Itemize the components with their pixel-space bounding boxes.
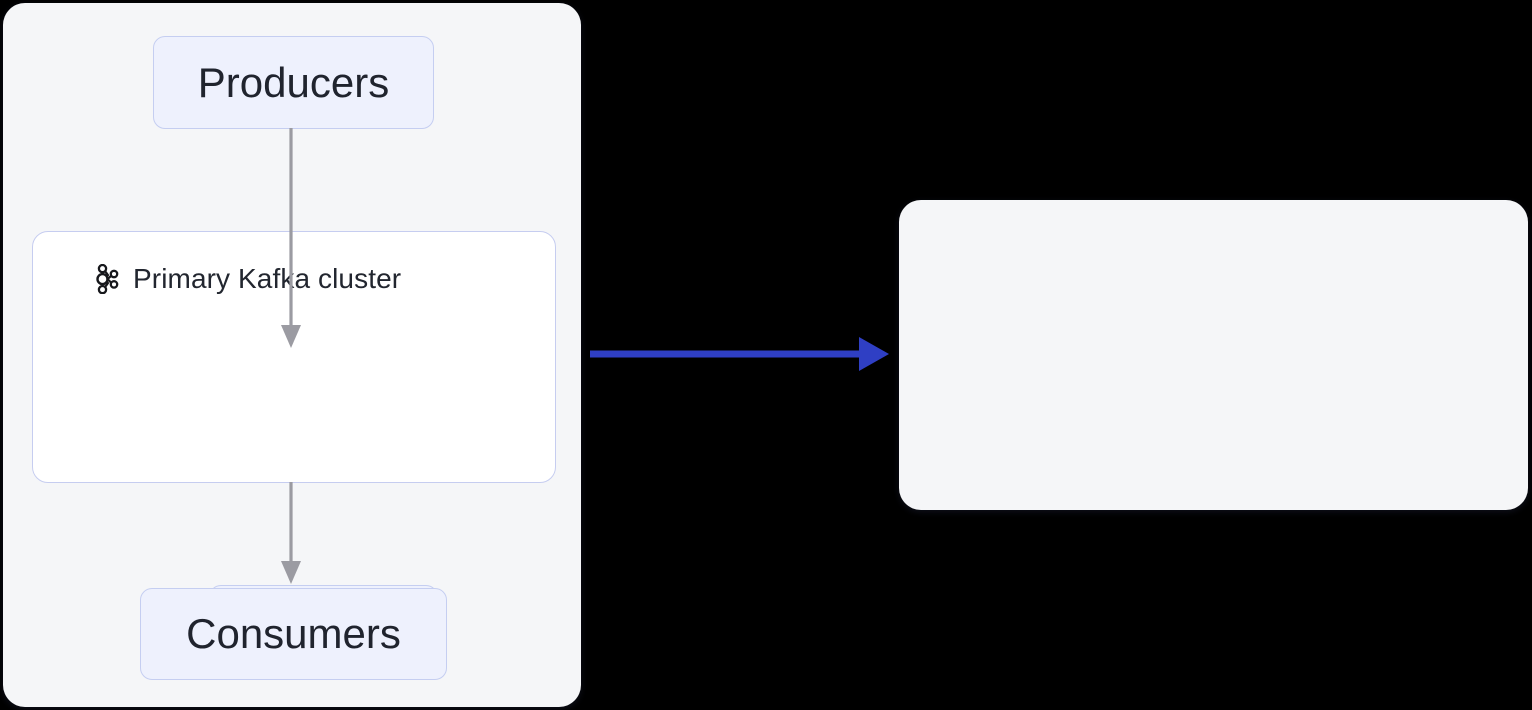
secondary-cluster-panel: Secondary Kafka cluster primary.topic xyxy=(899,200,1528,510)
primary-cluster-label: Primary Kafka cluster xyxy=(133,263,402,294)
consumers-node[interactable]: Consumers xyxy=(140,588,447,680)
edge-replication xyxy=(590,337,889,371)
producers-node[interactable]: Producers xyxy=(153,36,434,129)
primary-cluster-header: Primary Kafka cluster xyxy=(95,264,401,294)
kafka-icon xyxy=(96,264,119,294)
primary-kafka-cluster-box: Primary Kafka cluster topic xyxy=(32,231,556,674)
primary-cluster-panel: Producers Primary Kafka cluster topic xyxy=(3,3,581,707)
